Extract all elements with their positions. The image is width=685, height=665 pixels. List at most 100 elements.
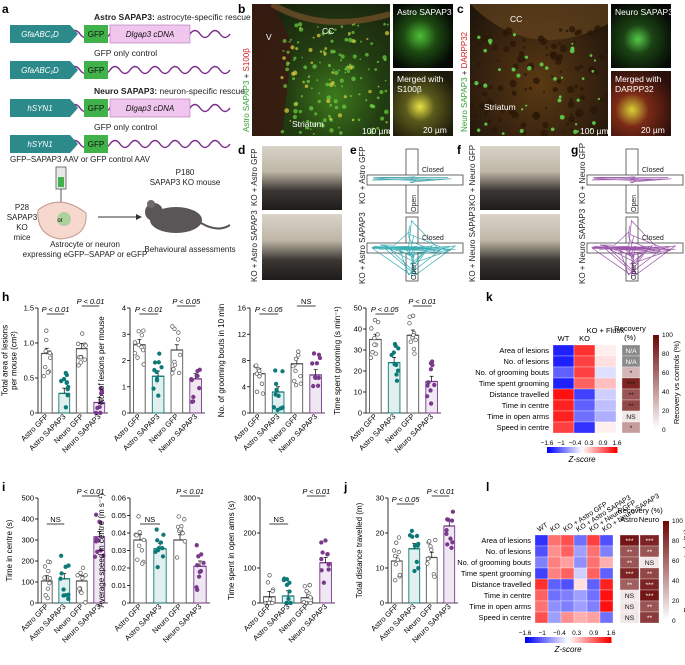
data-point: [99, 388, 104, 393]
data-point: [396, 346, 401, 351]
recovery-value: **: [628, 392, 634, 399]
data-point: [197, 386, 202, 391]
open-arm-label: Open: [631, 195, 638, 212]
row-label: Speed in centre: [496, 423, 549, 432]
cdna-label: Dlgap3 cDNA: [126, 30, 174, 39]
heatmap-cell: [552, 410, 575, 423]
colorbar-tick: 0.3: [572, 630, 581, 637]
data-point: [94, 537, 99, 542]
data-point: [65, 393, 70, 398]
data-point: [140, 561, 145, 566]
data-point: [170, 324, 175, 329]
colorbar-tick: −0.4: [553, 630, 566, 637]
data-point: [284, 577, 290, 582]
panel-label-a: a: [2, 2, 9, 16]
data-point: [45, 595, 50, 601]
y-tick-label: 4: [242, 382, 246, 391]
stat-label: NS: [50, 515, 60, 524]
data-point: [44, 337, 49, 343]
data-point: [42, 575, 47, 580]
data-point: [391, 350, 396, 355]
recovery-value: N/A: [625, 348, 637, 355]
y-tick-label: 2: [122, 356, 126, 365]
data-point: [64, 380, 70, 385]
data-point: [196, 554, 201, 559]
data-point: [194, 543, 199, 548]
heatmap-cell: [534, 567, 549, 580]
data-point: [178, 527, 183, 532]
data-point: [393, 578, 398, 583]
heatmap-cell: [547, 589, 562, 602]
data-point: [98, 520, 103, 525]
recovery-value: **: [627, 582, 633, 589]
y-tick-label: 8: [242, 356, 246, 365]
y-tick-label: 0: [30, 409, 34, 418]
data-point: [409, 528, 415, 533]
data-point: [177, 370, 182, 376]
promoter-label: hSYN1: [27, 140, 52, 149]
astro-texture: [252, 4, 390, 136]
row-label: Distance travelled: [471, 580, 531, 589]
data-point: [394, 378, 400, 383]
closed-arm-label: Closed: [642, 167, 664, 174]
heatmap-cell: [573, 377, 596, 390]
y-tick-label: 50: [354, 304, 362, 313]
heatmap-cell: [599, 611, 614, 624]
y-tick-label: 0: [252, 599, 256, 608]
data-point: [66, 592, 71, 597]
recovery-value: N/A: [625, 359, 637, 366]
data-point: [83, 573, 88, 578]
heatmap-cell: [573, 399, 596, 412]
data-point: [58, 378, 64, 384]
data-point: [152, 367, 157, 373]
injection-schematic: or: [37, 166, 231, 240]
data-point: [47, 581, 52, 586]
recovery-tick: 0: [662, 427, 666, 434]
data-point: [444, 528, 449, 533]
colorbar-tick: −1: [557, 440, 565, 447]
promoter-block: hSYN1: [10, 135, 78, 153]
heatmap-cell: [573, 366, 596, 379]
heatmap-cell: [586, 534, 601, 547]
panel-c-micrograph: CC Striatum 100 µm: [470, 4, 608, 136]
colorbar-label: Z-score: [567, 455, 596, 464]
data-point: [319, 540, 324, 545]
heatmap-cell: [560, 589, 575, 602]
colorbar-label: Z-score: [553, 645, 582, 654]
data-point: [139, 548, 145, 553]
data-point: [265, 580, 271, 585]
data-point: [450, 509, 456, 514]
data-point: [411, 346, 417, 352]
data-point: [286, 596, 291, 601]
inset-label: Merged with S100β: [397, 74, 444, 94]
data-point: [296, 353, 301, 358]
y-tick-label: 10: [376, 564, 384, 573]
gfp-block: GFP: [84, 99, 108, 117]
data-point: [326, 567, 331, 572]
recovery-title: Recovery: [614, 324, 646, 333]
heatmap-cell: [594, 399, 617, 412]
scale-label-inset: 20 µm: [423, 125, 447, 135]
data-point: [414, 559, 419, 565]
data-point: [411, 313, 416, 318]
data-point: [155, 538, 160, 543]
heatmap-cell: [534, 545, 549, 558]
y-axis-label: No. of lesions per mouse: [97, 316, 106, 405]
row-label: Time in centre: [484, 591, 531, 600]
y-tick-label: 200: [243, 529, 256, 538]
data-point: [42, 564, 48, 569]
data-point: [319, 568, 324, 573]
data-point: [47, 350, 52, 356]
data-point: [271, 405, 277, 410]
panel-label-j: j: [344, 480, 348, 494]
data-point: [172, 362, 178, 368]
data-point: [41, 374, 46, 379]
panel-label-l: l: [486, 480, 490, 494]
stat-label: P < 0.01: [42, 305, 70, 314]
data-point: [160, 554, 166, 559]
row-label: Distance travelled: [489, 390, 549, 399]
data-point: [369, 326, 374, 331]
